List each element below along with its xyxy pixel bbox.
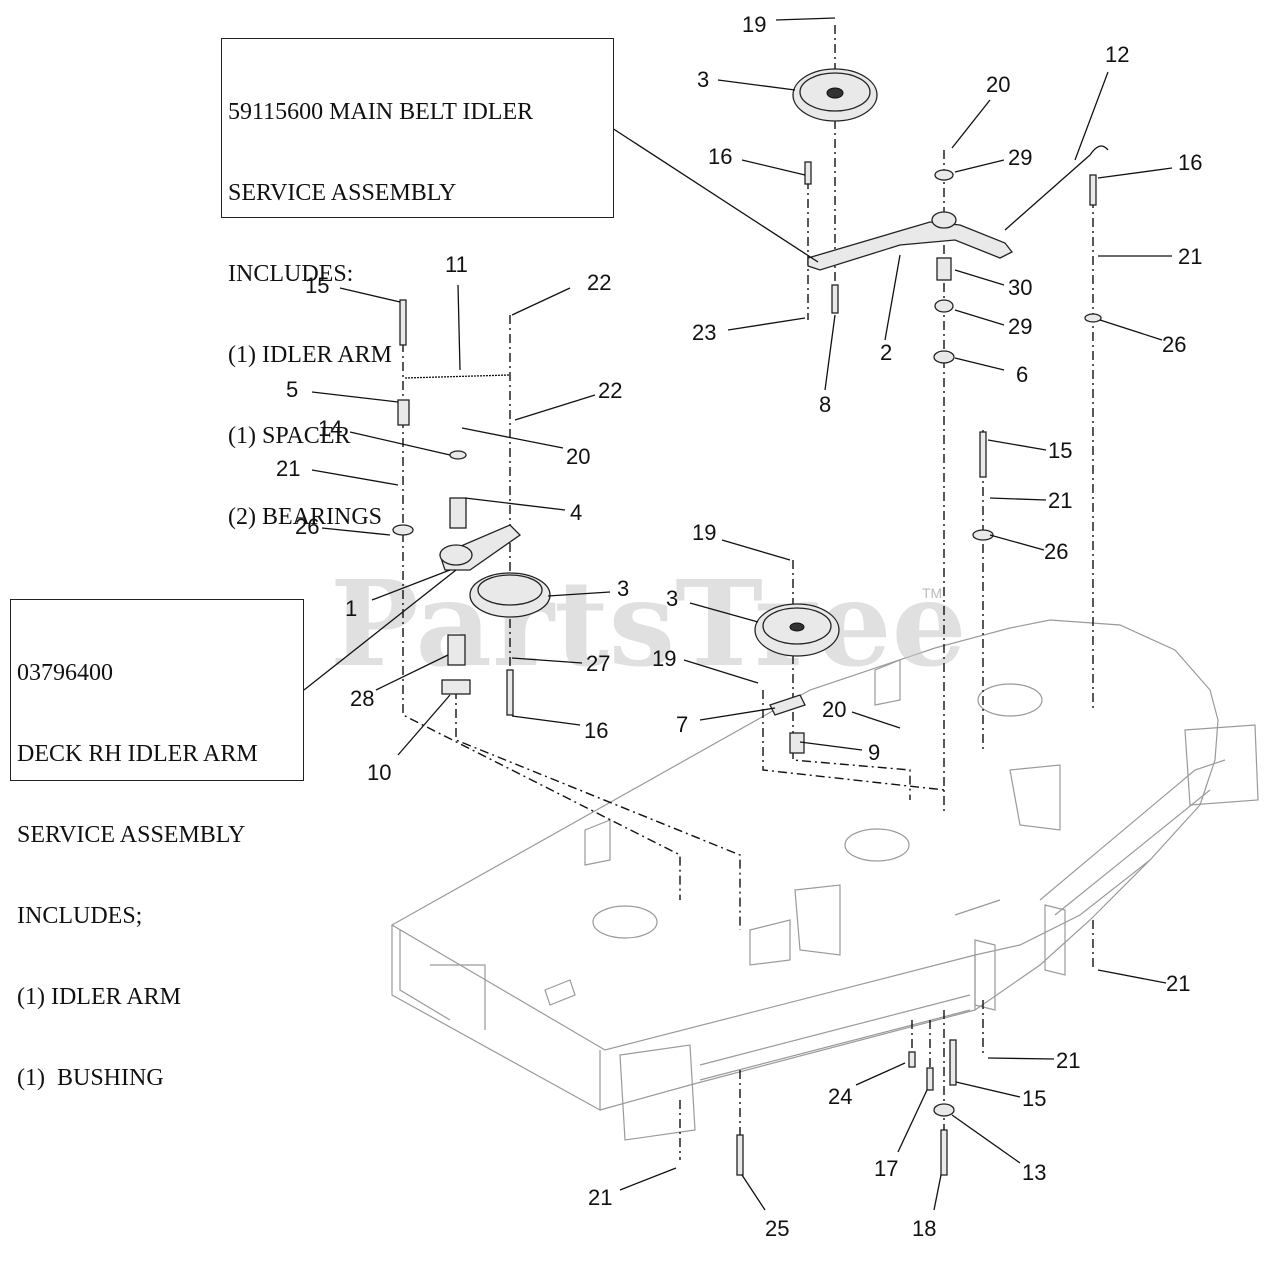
- pulley-top: [792, 68, 878, 122]
- callout-line: (1) BUSHING: [17, 1065, 164, 1091]
- label-part-14: 14: [318, 416, 342, 441]
- label-part-21-left: 21: [276, 456, 300, 481]
- watermark-text: PartsTree: [330, 554, 967, 693]
- callout-line: 03796400: [17, 660, 113, 686]
- callout-line: (1) IDLER ARM: [17, 984, 181, 1010]
- deck-rh-idler-callout: 03796400 DECK RH IDLER ARM SERVICE ASSEM…: [10, 599, 304, 1091]
- label-part-3-left: 3: [617, 576, 629, 601]
- callout-line: (2) BEARINGS: [228, 504, 382, 530]
- label-part-19-top: 19: [742, 12, 766, 37]
- label-part-21-right: 21: [1048, 488, 1072, 513]
- watermark-tm: TM: [922, 585, 942, 601]
- label-part-26-top: 26: [1162, 332, 1186, 357]
- label-part-7: 7: [676, 712, 688, 737]
- callout-line: DECK RH IDLER ARM: [17, 741, 258, 767]
- label-part-21-bottom: 21: [588, 1185, 612, 1210]
- label-part-17: 17: [874, 1156, 898, 1181]
- label-part-26-left: 26: [295, 514, 319, 539]
- label-part-6: 6: [1016, 362, 1028, 387]
- label-part-20-top: 20: [986, 72, 1010, 97]
- label-part-16-left: 16: [708, 144, 732, 169]
- callout-line: SERVICE ASSEMBLY: [17, 822, 246, 848]
- part-number-labels: 19 3 20 12 16 29 16 21 30 29 26 2 6 8 23…: [276, 12, 1202, 1241]
- mower-deck: [390, 619, 1259, 1141]
- label-part-21-deck-right: 21: [1166, 971, 1190, 996]
- label-part-20-left: 20: [566, 444, 590, 469]
- label-part-2: 2: [880, 340, 892, 365]
- label-part-23: 23: [692, 320, 716, 345]
- label-part-29-bottom: 29: [1008, 314, 1032, 339]
- label-part-16-mid: 16: [584, 718, 608, 743]
- label-part-24: 24: [828, 1084, 852, 1109]
- callout-line: (1) IDLER ARM: [228, 342, 392, 368]
- label-part-11: 11: [445, 252, 468, 277]
- label-part-19-mid: 19: [692, 520, 716, 545]
- label-part-25: 25: [765, 1216, 789, 1241]
- label-part-9: 9: [868, 740, 880, 765]
- callout-line: (1) SPACER: [228, 423, 351, 449]
- label-part-15-right: 15: [1048, 438, 1072, 463]
- parts: [392, 68, 1109, 1176]
- callout-line: SERVICE ASSEMBLY: [228, 180, 457, 206]
- label-part-4: 4: [570, 500, 582, 525]
- label-part-22-lower: 22: [598, 378, 622, 403]
- label-part-30: 30: [1008, 275, 1032, 300]
- callout-line: INCLUDES:: [228, 261, 354, 287]
- label-part-16-right: 16: [1178, 150, 1202, 175]
- callout-line: 59115600 MAIN BELT IDLER: [228, 99, 534, 125]
- label-part-20-mid: 20: [822, 697, 846, 722]
- label-part-22-top: 22: [587, 270, 611, 295]
- label-part-26-right: 26: [1044, 539, 1068, 564]
- label-part-12: 12: [1105, 42, 1129, 67]
- label-part-15-left: 15: [305, 273, 329, 298]
- label-part-8: 8: [819, 392, 831, 417]
- label-part-3-top: 3: [697, 67, 709, 92]
- label-part-1: 1: [345, 596, 357, 621]
- label-part-27: 27: [586, 651, 610, 676]
- label-part-29-top: 29: [1008, 145, 1032, 170]
- label-part-28: 28: [350, 686, 374, 711]
- label-part-10: 10: [367, 760, 391, 785]
- label-part-18: 18: [912, 1216, 936, 1241]
- label-part-13: 13: [1022, 1160, 1046, 1185]
- label-part-21-deck-mid: 21: [1056, 1048, 1080, 1073]
- label-part-3-mid: 3: [666, 586, 678, 611]
- label-part-5: 5: [286, 377, 298, 402]
- main-belt-idler-callout: 59115600 MAIN BELT IDLER SERVICE ASSEMBL…: [221, 38, 614, 530]
- label-part-19-lower: 19: [652, 646, 676, 671]
- label-part-21-top: 21: [1178, 244, 1202, 269]
- callout-line: INCLUDES;: [17, 903, 143, 929]
- leader-lines: [303, 17, 1173, 1211]
- label-part-15-bottom: 15: [1022, 1086, 1046, 1111]
